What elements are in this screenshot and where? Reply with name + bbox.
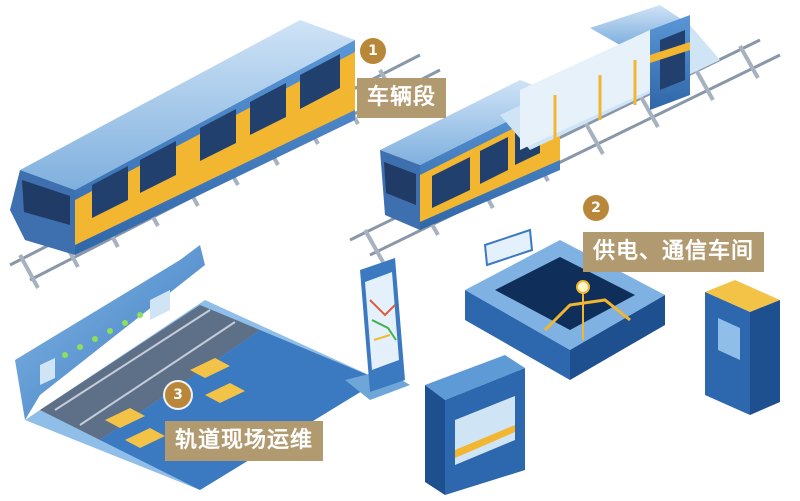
callout-2-label: 供电、通信车间 [583,232,765,272]
train-right-windshield [384,162,416,205]
train-right [349,5,781,263]
ticket-machine [425,355,525,495]
train-right-rear-window [660,30,685,90]
train-right-rear-stripe [650,42,690,63]
callout-3-label: 轨道现场运维 [165,421,324,461]
platform-signal-lights [62,312,143,358]
lamp [576,280,590,294]
callout-2-badge: 2 [583,195,609,221]
platform-benches [105,358,245,448]
platform-window-left [40,358,55,385]
kiosk-route-map [369,299,397,341]
callout-1-badge: 1 [360,38,386,64]
train-right-roof-rear [590,5,690,45]
cabinet-panel [718,318,740,360]
electrical-cabinet [705,280,780,415]
callout-3-badge: 3 [165,382,191,408]
platform-track-bed [40,305,260,440]
train-left-roof [20,20,355,190]
platform-window-right [150,290,170,320]
platform-rails [54,309,236,426]
train-left [9,20,441,289]
info-kiosk [345,258,410,400]
train-right-poles [553,60,637,140]
room-sign [483,228,534,267]
train-left-windshield [22,180,70,225]
train-right-roof [380,80,560,165]
train-right-interior-wall [520,30,650,150]
callout-1-label: 车辆段 [357,78,447,118]
stair-railing [543,298,631,332]
power-comm-room [465,228,665,380]
train-left-windows [92,54,340,218]
